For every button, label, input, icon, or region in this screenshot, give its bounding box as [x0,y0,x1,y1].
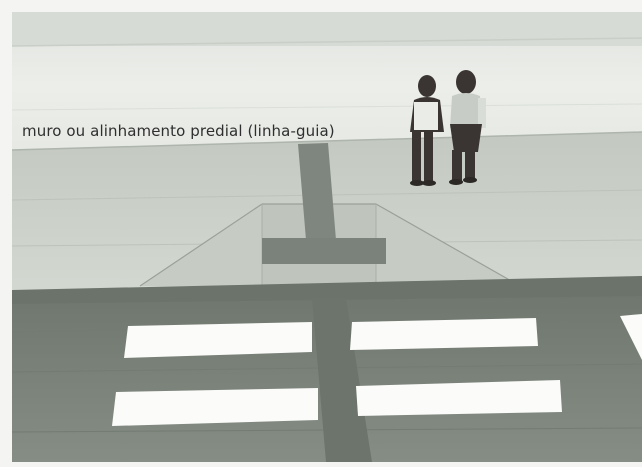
stripe [350,318,538,350]
stripe [356,380,562,416]
stripe [620,314,642,360]
pedestrian-right [449,70,486,185]
wall-guide-line-label: muro ou alinhamento predial (linha-guia) [22,122,335,140]
road [11,296,642,462]
tactile-guide-strip [262,143,386,264]
stripe [112,388,318,426]
pedestrian-left [410,75,444,186]
stripe [124,322,312,358]
wall [11,12,642,158]
crosswalk-stripes [112,314,642,426]
